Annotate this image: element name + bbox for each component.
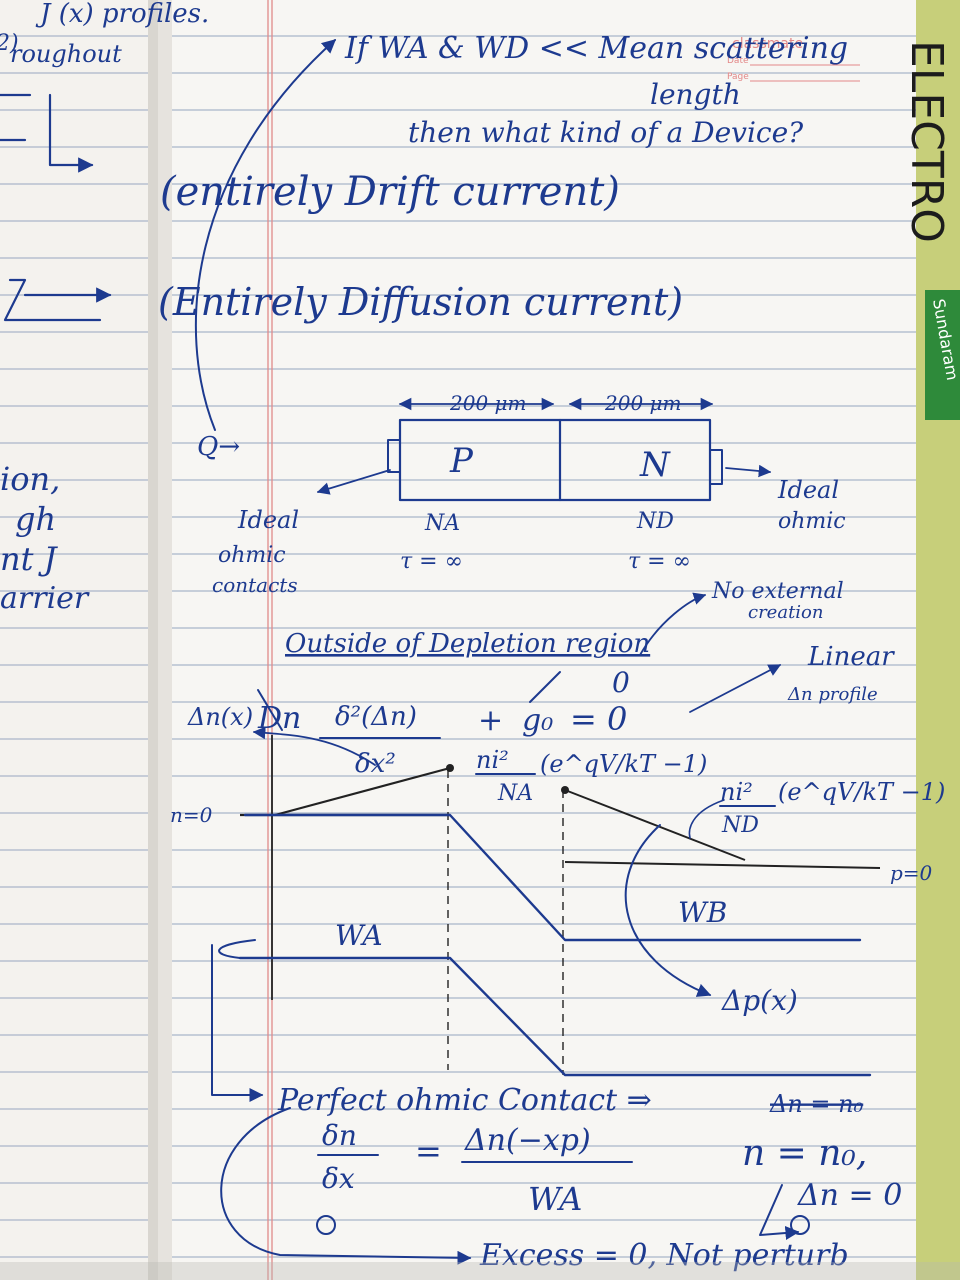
classmate-stamp: classmate Date Page — [727, 36, 860, 82]
ohmic-left-1: Ideal — [237, 506, 299, 534]
tau-left: τ = ∞ — [400, 549, 463, 574]
ohmic-left-2: ohmic — [218, 543, 286, 568]
question-line-1: If WA & WD << Mean scattering — [344, 31, 848, 66]
diffusion-equation: Outside of Depletion region Δn(x) Dn δ²(… — [187, 629, 895, 779]
width-right: 200 μm — [604, 391, 682, 415]
na-left: NA — [497, 781, 533, 806]
stamp-date: Date — [727, 56, 749, 66]
delta-p-label: Δp(x) — [721, 984, 798, 1017]
ohmic-contact-block: Perfect ohmic Contact ⇒ Δn = n₀ δn δx = … — [220, 1083, 902, 1273]
left-page — [0, 0, 160, 1280]
frac-bottom: WA — [528, 1180, 582, 1218]
stamp-page: Page — [727, 72, 749, 82]
wb-label: WB — [678, 896, 727, 929]
wa-label: WA — [335, 919, 383, 952]
perfect-ohmic-label: Perfect ohmic Contact ⇒ — [277, 1083, 652, 1118]
right-page — [158, 0, 916, 1280]
linear-profile-label: Δn profile — [787, 684, 878, 705]
dn-dx-top: δn — [322, 1119, 357, 1152]
left-page-fragments: J (x) profiles. roughout 2) ion, gh nt J… — [0, 0, 209, 616]
eq-equals-zero: = 0 — [570, 700, 627, 738]
band-upper — [243, 813, 862, 942]
stamp-brand: classmate — [732, 36, 803, 52]
p-zero-label: p=0 — [890, 861, 933, 885]
edge-print-electro: ELECTRO — [901, 40, 952, 243]
edge-point-right — [561, 786, 569, 794]
bottom-equals: = — [415, 1132, 442, 1170]
nd-label: ND — [636, 509, 674, 534]
ohmic-left-3: contacts — [212, 573, 298, 597]
na-label: NA — [424, 511, 460, 536]
ohmic-right-2: ohmic — [778, 509, 846, 534]
no-external-1: No external — [711, 579, 844, 604]
eq-denominator: δx² — [355, 749, 396, 779]
left-fragment-2: roughout — [10, 40, 122, 68]
dn-equals-zero: Δn = 0 — [797, 1178, 902, 1213]
left-fragment-5: gh — [15, 500, 56, 538]
eq-numerator: δ²(Δn) — [335, 702, 417, 732]
question-block: If WA & WD << Mean scattering length the… — [194, 31, 848, 431]
ni-left: ni² — [476, 746, 509, 774]
nd-right: ND — [721, 813, 759, 838]
question-line-3: then what kind of a Device? — [408, 116, 804, 149]
delta-p-linear-profile — [564, 789, 746, 861]
background-logo — [925, 290, 960, 420]
n-equals-n0: n = n₀, — [742, 1133, 867, 1174]
eq-zero-above: 0 — [612, 666, 630, 699]
left-fragment-3: 2) — [0, 31, 19, 56]
dn-dx-bottom: δx — [322, 1162, 355, 1195]
q-label: Q→ — [197, 432, 240, 462]
band-lower — [238, 956, 872, 1077]
frac-top: Δn(−xp) — [464, 1123, 591, 1158]
delta-n-linear-profile — [274, 766, 451, 817]
equation-heading: Outside of Depletion region — [285, 629, 650, 659]
eq-g0: g₀ — [522, 703, 553, 738]
left-fragment-6: nt J — [0, 540, 59, 578]
width-left: 200 μm — [449, 391, 527, 415]
right-edge-print: ELECTRO Sundaram — [901, 40, 960, 382]
no-external-2: creation — [748, 602, 824, 623]
left-fragment-7: arrier — [0, 581, 90, 616]
exp-left: (e^qV/kT −1) — [540, 750, 707, 778]
dn-coefficient: Dn — [257, 701, 301, 736]
answer-drift: (entirely Drift current) — [160, 169, 620, 215]
bottom-shadow — [0, 1262, 960, 1280]
tau-right: τ = ∞ — [628, 549, 691, 574]
struck-text: Δn = n₀ — [769, 1090, 864, 1118]
eq-plus: + — [478, 703, 503, 738]
p-zero-line — [564, 861, 881, 869]
left-fragment-4: ion, — [0, 460, 60, 498]
left-fragment-1: J (x) profiles. — [35, 0, 209, 29]
n-zero-label: n=0 — [170, 803, 213, 827]
ni-right: ni² — [720, 778, 753, 806]
linear-label: Linear — [807, 642, 895, 672]
answer-diffusion: (Entirely Diffusion current) — [158, 280, 683, 324]
edge-point-left — [446, 764, 454, 772]
answers-block: (entirely Drift current) (Entirely Diffu… — [158, 169, 683, 324]
pn-device-diagram: Q→ 200 μm 200 μm P N NA ND τ = ∞ τ = ∞ I… — [197, 391, 846, 656]
n-label: N — [639, 445, 671, 485]
question-line-2: length — [650, 78, 741, 111]
carrier-profile-plot: n=0 p=0 ni² NA (e^qV/kT −1) ni² ND (e^qV… — [170, 735, 945, 1102]
ohmic-right-1: Ideal — [777, 476, 839, 504]
exp-right: (e^qV/kT −1) — [778, 778, 945, 806]
delta-n-label: Δn(x) — [187, 703, 253, 731]
excess-zero: Excess = 0, Not perturb — [479, 1238, 849, 1273]
p-label: P — [449, 441, 474, 481]
